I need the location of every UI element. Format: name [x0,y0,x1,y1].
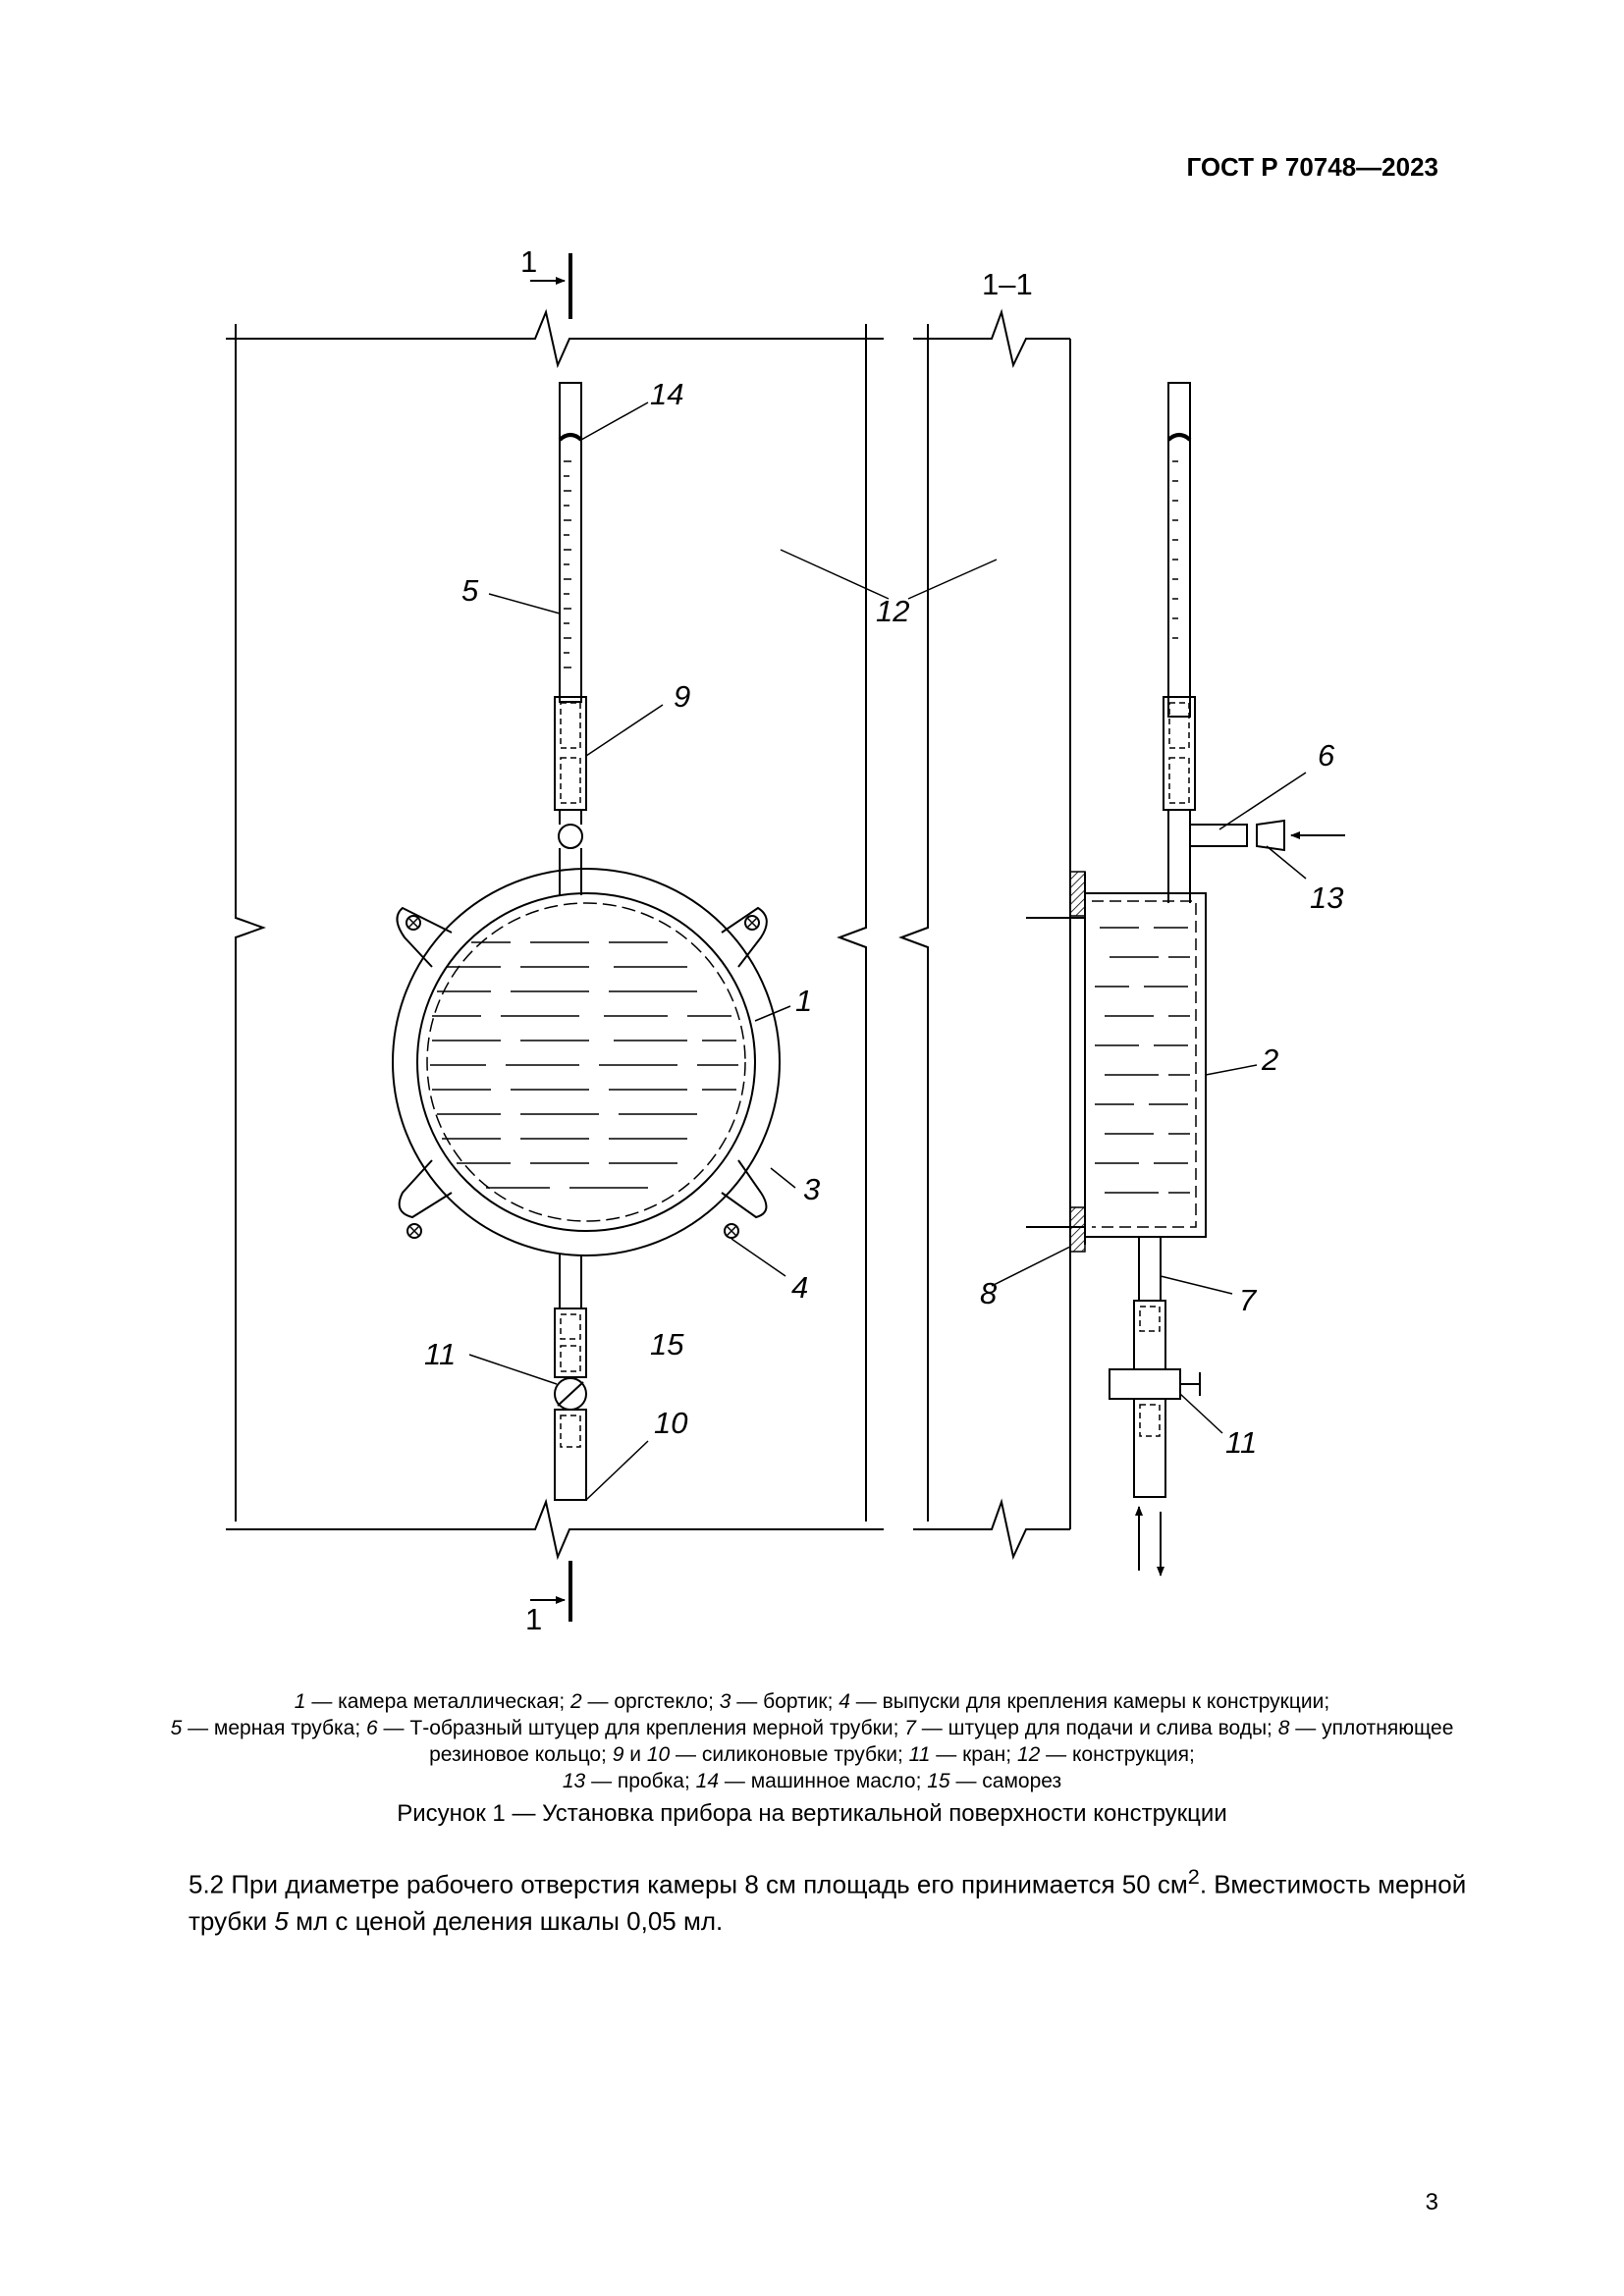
section-mark-top [530,253,572,319]
label-2: 2 [1261,1042,1278,1077]
figure-caption: Рисунок 1 — Установка прибора на вертика… [397,1800,1227,1827]
tube-scale-ticks-front [564,460,571,668]
chamber-1 [416,892,756,1232]
leader-lines [468,401,1307,1501]
page-number: 3 [1425,2189,1438,2216]
label-15: 15 [650,1327,684,1362]
label-12: 12 [876,594,909,628]
section-mark-top-label: 1 [520,244,537,279]
figure-1-drawing: 1 1 1–1 14 5 9 12 1 3 4 15 11 10 6 13 2 … [226,244,1345,1636]
mounting-lug-tl [396,906,453,968]
silicone-tube-9-front [554,696,587,825]
label-11-front: 11 [424,1337,456,1371]
label-8: 8 [980,1276,998,1310]
construction-outline-front [226,308,884,1561]
construction-outline-section [898,308,1071,1561]
paragraph-5-2: 5.2 При диаметре рабочего отверстия каме… [189,1864,1467,1936]
seal-ring-8-bottom [1069,1206,1086,1253]
figure-legend: 1 — камера металлическая; 2 — оргстекло;… [170,1690,1454,1792]
label-4: 4 [791,1270,808,1305]
label-5: 5 [461,573,479,608]
section-view-title: 1–1 [982,267,1033,301]
label-11-section: 11 [1225,1425,1257,1460]
tee-fitting-6-section [1167,810,1248,903]
chamber-section [1084,872,1207,1245]
tee-fitting-front [558,824,583,849]
water-fill-front [430,941,738,1189]
plug-13 [1256,819,1285,852]
rim-3 [392,868,781,1256]
valve-11-front [554,1377,587,1411]
seal-ring-8-top [1069,871,1086,917]
label-1: 1 [795,984,812,1018]
drain-tube-section [1133,1398,1166,1498]
silicone-tube-9-section [1163,696,1196,811]
water-fill-section [1095,927,1190,1194]
chamber-inner-dashed [426,902,746,1222]
valve-11-section [1109,1368,1201,1400]
label-7: 7 [1239,1283,1258,1317]
measuring-tube-front [558,382,583,703]
silicone-tube-lower-front [554,1308,587,1378]
label-13: 13 [1310,881,1343,915]
label-6: 6 [1318,738,1335,773]
mounting-lug-tr [721,906,768,968]
label-14: 14 [650,377,683,411]
mounting-lug-br [721,1159,768,1239]
label-10: 10 [654,1406,687,1440]
silicone-tube-lower-section [1133,1300,1166,1370]
label-9: 9 [674,679,690,714]
section-mark-bottom-label: 1 [525,1602,542,1636]
measuring-tube-section [1166,382,1192,718]
section-mark-bottom [530,1561,572,1622]
document-header: ГОСТ Р 70748—2023 [1186,152,1438,182]
label-3: 3 [803,1172,820,1206]
mounting-lug-bl [398,1159,453,1239]
silicone-tube-10-front [554,1409,587,1501]
